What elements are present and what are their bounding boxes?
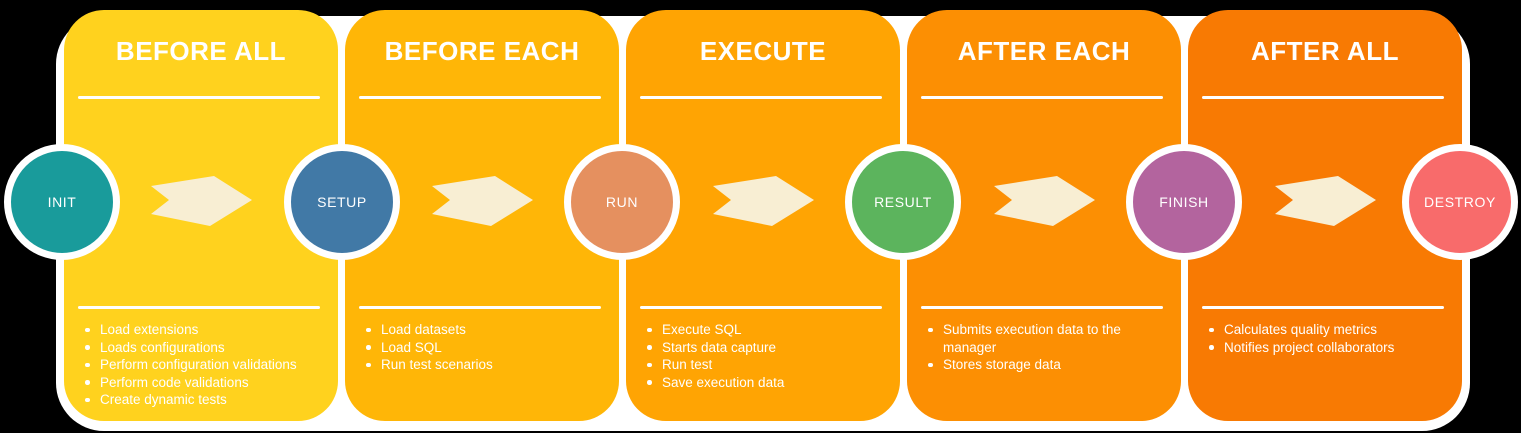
node-finish: FINISH — [1126, 144, 1242, 260]
stage-task-list: Load datasets Load SQL Run test scenario… — [365, 321, 611, 374]
node-setup: SETUP — [284, 144, 400, 260]
node-label: DESTROY — [1424, 194, 1496, 210]
node-label: INIT — [47, 194, 77, 210]
task-item: Save execution data — [646, 374, 892, 392]
task-item: Perform configuration validations — [84, 356, 330, 374]
stage-title: BEFORE ALL — [115, 36, 287, 66]
flow-arrow-icon — [713, 176, 814, 226]
node-init: INIT — [4, 144, 120, 260]
stage-task-list: Load extensions Loads configurations Per… — [84, 321, 330, 409]
node-label: RESULT — [874, 194, 932, 210]
title-underline — [1202, 96, 1444, 99]
flow-arrow-icon — [432, 176, 533, 226]
node-label: FINISH — [1159, 194, 1209, 210]
list-overline — [921, 306, 1163, 309]
stage-title: AFTER ALL — [1251, 36, 1399, 66]
list-overline — [640, 306, 882, 309]
flow-arrow-icon — [994, 176, 1095, 226]
task-item: Loads configurations — [84, 339, 330, 357]
stage-task-list: Calculates quality metrics Notifies proj… — [1208, 321, 1454, 356]
node-result: RESULT — [845, 144, 961, 260]
node-run: RUN — [564, 144, 680, 260]
flow-arrow-icon — [151, 176, 252, 226]
stage-title: AFTER EACH — [957, 36, 1131, 66]
task-item: Notifies project collaborators — [1208, 339, 1454, 357]
task-item: Load SQL — [365, 339, 611, 357]
stage-task-list: Execute SQL Starts data capture Run test… — [646, 321, 892, 391]
stage-task-list: Submits execution data to the manager St… — [927, 321, 1173, 374]
task-item: Create dynamic tests — [84, 391, 330, 409]
title-underline — [78, 96, 320, 99]
task-item: Submits execution data to the manager — [927, 321, 1173, 356]
task-item: Starts data capture — [646, 339, 892, 357]
stage-title: BEFORE EACH — [384, 36, 580, 66]
node-label: RUN — [605, 194, 639, 210]
task-item: Execute SQL — [646, 321, 892, 339]
node-label: SETUP — [317, 194, 367, 210]
list-overline — [78, 306, 320, 309]
task-item: Perform code validations — [84, 374, 330, 392]
stage-title: EXECUTE — [699, 36, 827, 66]
title-underline — [640, 96, 882, 99]
task-item: Load datasets — [365, 321, 611, 339]
node-destroy: DESTROY — [1402, 144, 1518, 260]
list-overline — [359, 306, 601, 309]
title-underline — [921, 96, 1163, 99]
task-item: Stores storage data — [927, 356, 1173, 374]
task-item: Run test — [646, 356, 892, 374]
task-item: Load extensions — [84, 321, 330, 339]
task-item: Calculates quality metrics — [1208, 321, 1454, 339]
title-underline — [359, 96, 601, 99]
flow-arrow-icon — [1275, 176, 1376, 226]
list-overline — [1202, 306, 1444, 309]
task-item: Run test scenarios — [365, 356, 611, 374]
